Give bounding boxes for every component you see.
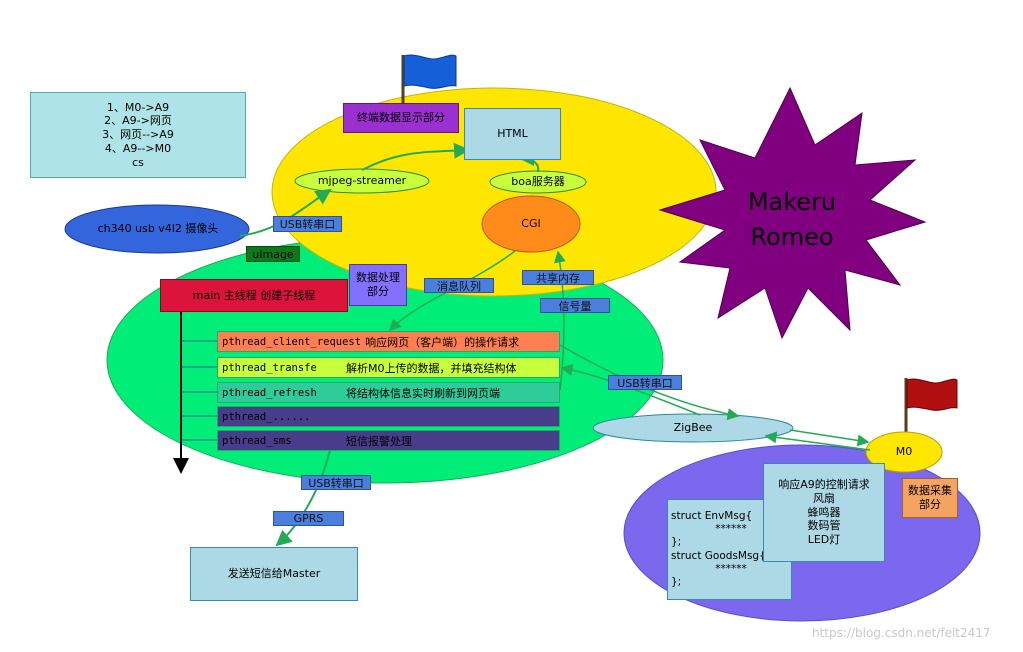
note-3: 3、网页-->A9 xyxy=(102,128,174,142)
struct-line-4: struct GoodsMsg{ xyxy=(671,549,766,562)
mjpeg-label: mjpeg-streamer xyxy=(317,174,407,188)
thread-fn: pthread_refresh xyxy=(222,386,317,399)
zigbee-ellipse xyxy=(592,413,794,443)
m0-ellipse xyxy=(865,431,943,473)
thread-desc: 短信报警处理 xyxy=(346,434,412,448)
thread-refresh: pthread_refresh 将结构体信息实时刷新到网页端 xyxy=(217,382,560,403)
html-box: HTML xyxy=(464,108,561,160)
struct-line-2: ****** xyxy=(715,523,747,536)
zigbee-label: ZigBee xyxy=(673,421,713,435)
note-5: cs xyxy=(132,155,144,169)
thread-fn: pthread_...... xyxy=(222,410,311,423)
thread-transfe: pthread_transfe 解析M0上传的数据，并填充结构体 xyxy=(217,357,560,378)
notes-box: 1、M0->A9 2、A9->网页 3、网页-->A9 4、A9-->M0 cs xyxy=(30,92,246,178)
arrow-m0-to-zigbee xyxy=(764,431,871,451)
control-box: 响应A9的控制请求 风扇 蜂鸣器 数码管 LED灯 xyxy=(763,463,885,562)
struct-line-3: }; xyxy=(671,536,682,549)
usb-serial-tag-bottom: USB转串口 xyxy=(301,475,371,490)
blue-flag xyxy=(403,54,457,89)
shared-mem-tag: 共享内存 xyxy=(522,270,594,285)
thread-desc: 响应网页（客户端）的操作请求 xyxy=(365,335,520,349)
gprs-tag: GPRS xyxy=(273,511,344,526)
camera-label: ch340 usb v4l2 摄像头 xyxy=(97,222,219,236)
semaphore-tag: 信号量 xyxy=(540,298,610,313)
makeru-line1: Makeru xyxy=(748,188,836,216)
note-1: 1、M0->A9 xyxy=(106,100,170,114)
msg-queue-tag: 消息队列 xyxy=(424,278,494,293)
web-region xyxy=(271,87,717,297)
display-label: 终端数据显示部分 xyxy=(343,103,459,133)
thread-client-request: pthread_client_request 响应网页（客户端）的操作请求 xyxy=(217,331,560,352)
struct-line-1: struct EnvMsg{ xyxy=(671,510,753,523)
sms-master-box: 发送短信给Master xyxy=(190,547,358,601)
thread-desc: 解析M0上传的数据，并填充结构体 xyxy=(346,361,517,375)
red-flag xyxy=(906,378,958,411)
control-line-4: 数码管 xyxy=(807,519,841,533)
data-collect-label: 数据采集部分 xyxy=(902,478,958,518)
control-line-1: 响应A9的控制请求 xyxy=(778,478,870,492)
usb-serial-tag-top: USB转串口 xyxy=(273,216,342,232)
uimage-tag: uImage xyxy=(246,246,300,262)
thread-sms: pthread_sms 短信报警处理 xyxy=(217,430,560,451)
arrow-mjpeg-to-html xyxy=(361,142,470,171)
thread-fn: pthread_transfe xyxy=(222,361,317,374)
thread-fn: pthread_sms xyxy=(222,434,292,447)
data-processing-label: 数据处理部分 xyxy=(349,264,407,306)
main-thread-box: main 主线程 创建子线程 xyxy=(160,279,348,312)
camera-ellipse xyxy=(64,204,250,254)
note-2: 2、A9->网页 xyxy=(104,114,172,128)
control-line-3: 蜂鸣器 xyxy=(807,505,841,519)
struct-line-5: ****** xyxy=(715,562,747,575)
arrow-sms-to-gprs xyxy=(275,449,331,547)
makeru-starburst xyxy=(658,86,927,340)
makeru-line2: Romeo xyxy=(750,223,833,251)
thread-desc: 将结构体信息实时刷新到网页端 xyxy=(346,386,500,400)
thread-fn: pthread_client_request xyxy=(222,335,362,348)
control-line-5: LED灯 xyxy=(807,533,841,547)
cgi-label: CGI xyxy=(521,217,541,231)
struct-line-6: }; xyxy=(671,575,682,588)
watermark: https://blog.csdn.net/feit2417 xyxy=(812,626,991,640)
thread-more: pthread_...... xyxy=(217,406,560,427)
note-4: 4、A9-->M0 xyxy=(104,141,172,155)
cgi-ellipse xyxy=(481,195,581,253)
m0-label: M0 xyxy=(895,445,913,459)
boa-label: boa服务器 xyxy=(511,175,565,189)
arrow-zigbee-to-m0 xyxy=(789,429,870,447)
usb-serial-tag-right: USB转串口 xyxy=(608,375,682,390)
control-line-2: 风扇 xyxy=(813,491,835,505)
